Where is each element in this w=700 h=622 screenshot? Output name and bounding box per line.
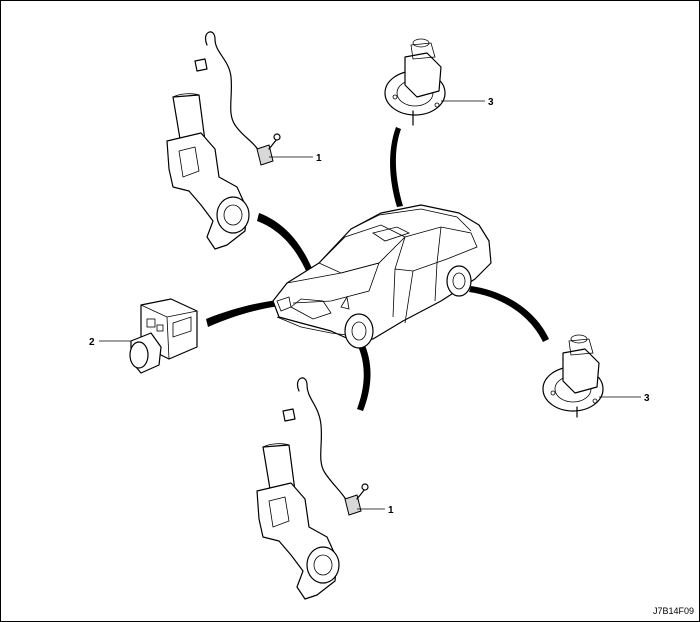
hub-bearing-right xyxy=(562,348,600,394)
rear-hub-top xyxy=(384,38,485,126)
callout-3-top: 3 xyxy=(488,97,494,108)
car-front-wheel xyxy=(344,313,374,349)
arrow-top-hub xyxy=(390,127,403,207)
cable-clip-bottom xyxy=(282,408,296,422)
car-door-lines xyxy=(392,262,438,324)
hub-bearing-top xyxy=(404,52,442,98)
sensor-cable-top xyxy=(205,31,260,152)
car-sunroof xyxy=(372,226,411,242)
cable-clip-top xyxy=(194,58,208,72)
callout-1-top: 1 xyxy=(316,153,322,164)
car-grille xyxy=(290,298,332,320)
car-window-divider xyxy=(436,226,442,264)
callout-3-right: 3 xyxy=(644,393,650,404)
car-mirror xyxy=(340,295,350,310)
car-hood xyxy=(286,262,380,304)
sensor-cable-bottom xyxy=(297,377,348,502)
wheel-speed-sensor-bottom xyxy=(344,494,362,516)
car-side-windows xyxy=(394,226,478,272)
rear-hub-right xyxy=(542,334,641,418)
hub-face-top xyxy=(216,196,250,234)
callout-2: 2 xyxy=(89,337,95,348)
hub-face-bottom xyxy=(306,546,340,584)
car-roof xyxy=(350,208,472,232)
wheel-speed-sensor-top xyxy=(256,144,274,166)
arrow-right-hub xyxy=(469,286,549,342)
front-knuckle-top xyxy=(166,31,313,250)
car-rear-wheel xyxy=(446,265,472,297)
front-knuckle-bottom xyxy=(256,377,385,600)
figure-code: J7B14F09 xyxy=(653,606,694,616)
vehicle-illustration xyxy=(272,204,492,349)
callout-1-bottom: 1 xyxy=(388,505,394,516)
abs-hydraulic-modulator xyxy=(99,298,198,374)
car-headlight xyxy=(276,296,292,312)
car-bumper xyxy=(276,316,348,336)
arrow-top-knuckle xyxy=(257,213,313,273)
arrow-bottom-knuckle xyxy=(357,341,371,411)
